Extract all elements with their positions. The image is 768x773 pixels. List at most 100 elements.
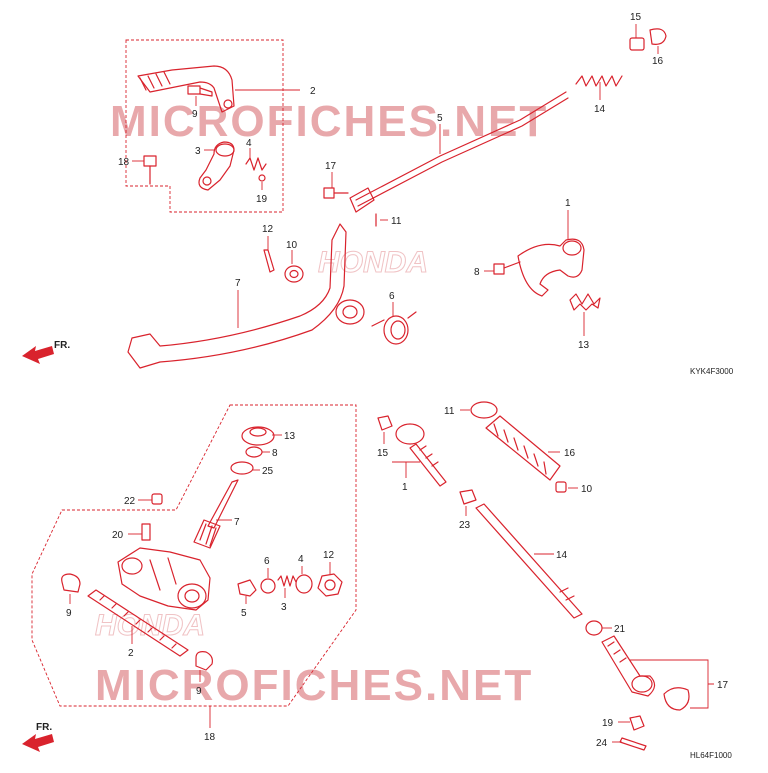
part-17-bolt-top: [323, 187, 349, 199]
part-15-nut-bottom: [377, 415, 393, 431]
callout-12-bottom: 12: [323, 550, 335, 561]
part-9-bolt-top: [187, 85, 213, 97]
callout-11-top: 11: [391, 216, 402, 227]
callouts-bottom-left: 13 8 25 22 7 20 9 2 9 18 5 6 3 4 12: [66, 431, 335, 743]
callout-19-top: 19: [256, 194, 268, 205]
group-box-top: [125, 39, 284, 213]
part-12-locknut-bottom: [317, 573, 343, 597]
callout-6-bottom: 6: [264, 556, 270, 567]
callout-10-top: 10: [286, 240, 298, 251]
callout-4-bottom: 4: [298, 554, 304, 565]
part-10-washer-top: [284, 265, 304, 283]
callout-5-top: 5: [437, 113, 443, 124]
callout-8-top: 8: [474, 267, 480, 278]
callout-2-top: 2: [310, 86, 316, 97]
callout-9-bottom-right: 9: [196, 686, 202, 697]
part-17-tie-rod-end: [601, 635, 656, 697]
part-11-clamp: [470, 401, 498, 419]
part-24-cotter-pin: [619, 737, 647, 751]
part-13-cap-bottom: [241, 426, 275, 446]
callout-15-top: 15: [630, 12, 642, 23]
diagram-code-top: KYK4F3000: [690, 367, 734, 376]
group-box-bottom: [31, 404, 357, 707]
part-15-nut-top: [629, 37, 645, 51]
part-22-nut: [151, 493, 163, 505]
callouts-top: 2 9 3 4 19 18 5 14 15 16 17 11 12 10 7 6…: [118, 12, 664, 351]
callout-22-bottom: 22: [124, 496, 136, 507]
part-2-rack: [87, 589, 189, 657]
callout-18-top: 18: [118, 157, 130, 168]
callout-18-bottom: 18: [204, 732, 216, 743]
part-2-pedal-arm: [137, 65, 235, 113]
part-4-slipper-bottom: [295, 574, 313, 594]
part-10-clamp-bottom: [555, 481, 567, 493]
part-5-plug: [237, 579, 257, 597]
part-4-spring-top: [245, 157, 267, 171]
callout-23-bottom: 23: [459, 520, 471, 531]
part-1-shift-lever: [517, 238, 585, 297]
callout-1-top: 1: [565, 198, 571, 209]
callout-17-bottom: 17: [717, 680, 729, 691]
part-9-bush-right: [195, 651, 213, 671]
front-label-top: FR.: [54, 340, 70, 351]
callout-15-bottom: 15: [377, 448, 389, 459]
callout-24-bottom: 24: [596, 738, 608, 749]
callout-9-bottom-left: 9: [66, 608, 72, 619]
callout-10-bottom: 10: [581, 484, 593, 495]
callout-6-top: 6: [389, 291, 395, 302]
part-8-washer-bottom: [245, 446, 263, 458]
front-arrow-icon-bottom: [22, 734, 54, 752]
part-9-bush-left: [61, 573, 81, 593]
part-16-cap-top: [649, 28, 667, 45]
callout-14-top: 14: [594, 104, 606, 115]
part-23-locknut: [459, 489, 477, 505]
callout-14-bottom: 14: [556, 550, 568, 561]
callout-20-bottom: 20: [112, 530, 124, 541]
callout-13-top: 13: [578, 340, 590, 351]
callout-16-bottom: 16: [564, 448, 576, 459]
callout-7-bottom: 7: [234, 517, 240, 528]
part-20-pin: [141, 523, 151, 541]
callout-2-bottom: 2: [128, 648, 134, 659]
callout-21-bottom: 21: [614, 624, 626, 635]
callouts-bottom-right: 15 1 11 16 10 23 14 21 17 19 24: [377, 406, 729, 749]
brand-mark-top: HONDA: [318, 246, 428, 279]
part-3-spring-bottom: [277, 575, 297, 587]
watermark-bottom: MICROFICHES.NET: [95, 661, 533, 710]
part-19-pin-top: [258, 174, 266, 182]
callout-5-bottom: 5: [241, 608, 247, 619]
part-5-rod: [349, 91, 569, 213]
callout-25-bottom: 25: [262, 466, 274, 477]
callout-16-top: 16: [652, 56, 664, 67]
part-21-locknut-bottom: [585, 620, 603, 636]
callout-13-bottom: 13: [284, 431, 296, 442]
front-indicator-top: FR.: [22, 340, 70, 364]
front-arrow-icon-top: [22, 346, 54, 364]
part-19-nut-bottom: [629, 715, 645, 731]
part-3-lever-arm: [198, 141, 235, 191]
diagram-code-bottom: HL64F1000: [690, 751, 732, 760]
part-7-pinion-shaft: [193, 479, 239, 549]
part-7-brake-pedal: [127, 223, 365, 369]
callout-17-top: 17: [325, 161, 337, 172]
callout-12-top: 12: [262, 224, 274, 235]
part-8-bolt-top: [493, 261, 521, 275]
part-1-gear-housing: [117, 547, 211, 611]
callout-3-bottom: 3: [281, 602, 287, 613]
callout-1-bottom: 1: [402, 482, 408, 493]
callout-19-bottom: 19: [602, 718, 614, 729]
callout-7-top: 7: [235, 278, 241, 289]
part-6-return-spring: [371, 311, 417, 345]
callout-11-bottom: 11: [444, 406, 455, 417]
part-17-dust-boot: [663, 687, 690, 711]
part-18-bolt-top: [143, 155, 157, 185]
watermark-top: MICROFICHES.NET: [110, 97, 548, 146]
part-13-boot-top: [569, 293, 601, 311]
part-25-oring-bottom: [230, 461, 254, 475]
callout-3-top: 3: [195, 146, 201, 157]
callout-8-bottom: 8: [272, 448, 278, 459]
callout-9-top: 9: [192, 109, 198, 120]
front-label-bottom: FR.: [36, 722, 52, 733]
